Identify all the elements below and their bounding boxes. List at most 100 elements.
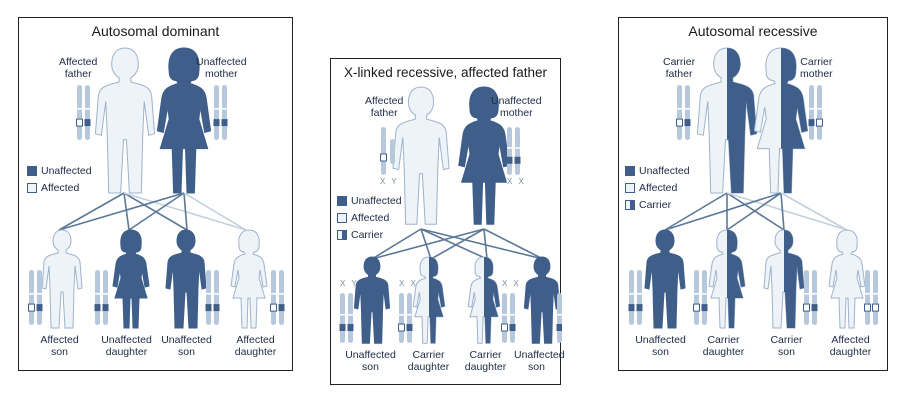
- chromosome: [103, 270, 108, 325]
- x-linked-recessive-panel: X-linked recessive, affected father Affe…: [330, 58, 565, 385]
- chromosome-pair: [506, 127, 521, 175]
- male-figure: [523, 256, 561, 344]
- chromosome-pair: [213, 85, 228, 140]
- allele-band: [398, 323, 405, 332]
- panel-title: Autosomal recessive: [688, 23, 818, 39]
- chromosome-pair: [676, 85, 691, 140]
- child-label: Carrier daughter: [464, 349, 507, 373]
- child-label: Unaffected daughter: [101, 334, 152, 358]
- inheritance-line: [483, 228, 544, 260]
- male-figure: [696, 47, 758, 194]
- chromosome: [29, 270, 34, 325]
- mother-chromosome-label: X X: [507, 177, 526, 186]
- legend-label: Unaffected: [639, 164, 690, 177]
- chromosome-pair: [501, 293, 516, 343]
- allele-band: [213, 304, 220, 312]
- inheritance-line: [726, 192, 785, 231]
- figure-body: [112, 229, 150, 329]
- chromosome: [95, 270, 100, 325]
- child-label: Unaffected son: [514, 349, 565, 373]
- inheritance-line: [371, 228, 485, 260]
- female-figure: [412, 256, 446, 344]
- inheritance-line: [483, 228, 488, 260]
- allele-band: [628, 304, 635, 312]
- centromere: [214, 293, 219, 295]
- child-label: Carrier daughter: [407, 349, 450, 373]
- chromosome-pair: [556, 293, 562, 343]
- centromere: [399, 314, 404, 316]
- legend-swatch-carrier: [625, 199, 635, 210]
- centromere: [348, 314, 353, 316]
- chromosome: [677, 85, 682, 140]
- centromere: [677, 108, 682, 110]
- legend-swatch-affected: [27, 182, 37, 193]
- figure-body: [94, 47, 156, 194]
- mother-label: Carrier mother: [800, 56, 833, 80]
- allele-band: [278, 304, 285, 312]
- centromere: [629, 293, 634, 295]
- allele-band: [36, 304, 43, 312]
- male-figure: [392, 86, 450, 225]
- allele-band: [76, 118, 83, 127]
- centromere: [637, 293, 642, 295]
- child-label: Affected daughter: [829, 334, 872, 358]
- allele-band: [676, 118, 683, 127]
- legend-label: Affected: [639, 181, 678, 194]
- allele-band: [693, 303, 700, 312]
- inheritance-line: [58, 192, 185, 231]
- allele-band: [270, 303, 277, 312]
- allele-band: [28, 303, 35, 312]
- inheritance-line: [420, 228, 544, 260]
- allele-band: [864, 303, 871, 312]
- allele-band: [339, 324, 346, 331]
- child-label: Unaffected son: [161, 334, 212, 358]
- male-figure: [644, 229, 686, 329]
- centromere: [702, 293, 707, 295]
- centromere: [809, 108, 814, 110]
- chromosome-pair: [808, 85, 823, 140]
- allele-band: [501, 323, 508, 332]
- allele-band: [84, 119, 91, 127]
- mother-label: Unaffected mother: [491, 95, 542, 119]
- chromosome: [702, 270, 707, 325]
- inheritance-line: [128, 192, 185, 231]
- figure-carrier-half: [781, 48, 808, 193]
- allele-band: [514, 156, 521, 164]
- panel-title: X-linked recessive, affected father: [343, 65, 548, 80]
- legend-label: Carrier: [639, 198, 672, 211]
- chromosome: [515, 127, 520, 175]
- legend-swatch-carrier: [337, 229, 347, 240]
- centromere: [873, 293, 878, 295]
- dominant-diagram: [28, 47, 285, 329]
- allele-band: [816, 118, 823, 127]
- child-label: Carrier daughter: [702, 334, 745, 358]
- centromere: [85, 108, 90, 110]
- inheritance-line: [123, 192, 130, 231]
- chromosome: [348, 293, 353, 343]
- chromosome: [629, 270, 634, 325]
- chromosome: [809, 85, 814, 140]
- chromosome: [865, 270, 870, 325]
- legend-swatch-affected: [337, 212, 347, 223]
- chromosome: [381, 127, 386, 175]
- chromosome: [804, 270, 809, 325]
- chromosome: [271, 270, 276, 325]
- allele-band: [811, 304, 818, 312]
- child-label: Carrier son: [770, 334, 803, 358]
- chromosome: [507, 127, 512, 175]
- inheritance-line: [430, 228, 485, 260]
- chromosome: [812, 270, 817, 325]
- figure-body: [392, 86, 450, 225]
- legend-swatch-unaffected: [625, 165, 635, 176]
- child-label: Unaffected son: [635, 334, 686, 358]
- legend-swatch-unaffected: [337, 195, 347, 206]
- chromosome: [694, 270, 699, 325]
- centromere: [507, 147, 512, 149]
- chromosome: [685, 85, 690, 140]
- inheritance-line: [183, 192, 247, 231]
- chromosome-pair: [270, 270, 285, 325]
- child-chromosome-label: X X: [399, 279, 418, 288]
- mother-label: Unaffected mother: [196, 56, 247, 80]
- inheritance-line: [780, 192, 785, 231]
- father-label: Carrier father: [663, 56, 696, 80]
